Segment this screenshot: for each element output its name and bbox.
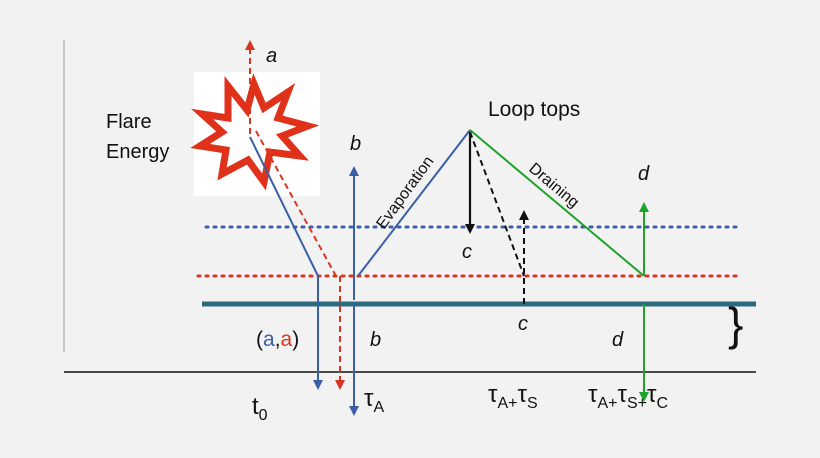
label-d-top: d (638, 163, 650, 185)
draining-label: Draining (525, 160, 582, 211)
label-a-top: a (266, 45, 277, 67)
flare-red-dashed-line (255, 130, 337, 277)
evaporation-line (357, 129, 471, 277)
time-label-tauAS: τA+τS (488, 381, 538, 412)
flare-label-line2: Energy (106, 141, 169, 163)
label-b-top: b (350, 133, 361, 155)
loop-black-dashed-line (469, 131, 525, 277)
label-a-pair: (a,a) (256, 328, 299, 351)
time-label-tauA: τA (364, 385, 384, 416)
time-label-t0: t0 (252, 393, 268, 424)
brace-symbol: } (728, 298, 743, 350)
flare-label-line1: Flare (106, 111, 152, 133)
draining-line (469, 129, 645, 277)
label-d-bottom: d (612, 329, 624, 351)
evaporation-label: Evaporation (373, 153, 437, 232)
label-b-bottom: b (370, 329, 381, 351)
flare-blue-line (249, 136, 319, 277)
loop-tops-label: Loop tops (488, 98, 580, 121)
flare-starburst-icon (190, 73, 320, 191)
label-c-top: c (462, 241, 472, 263)
time-label-tauASC: τA+τS+τC (588, 381, 668, 412)
label-c-bottom: c (518, 313, 528, 335)
